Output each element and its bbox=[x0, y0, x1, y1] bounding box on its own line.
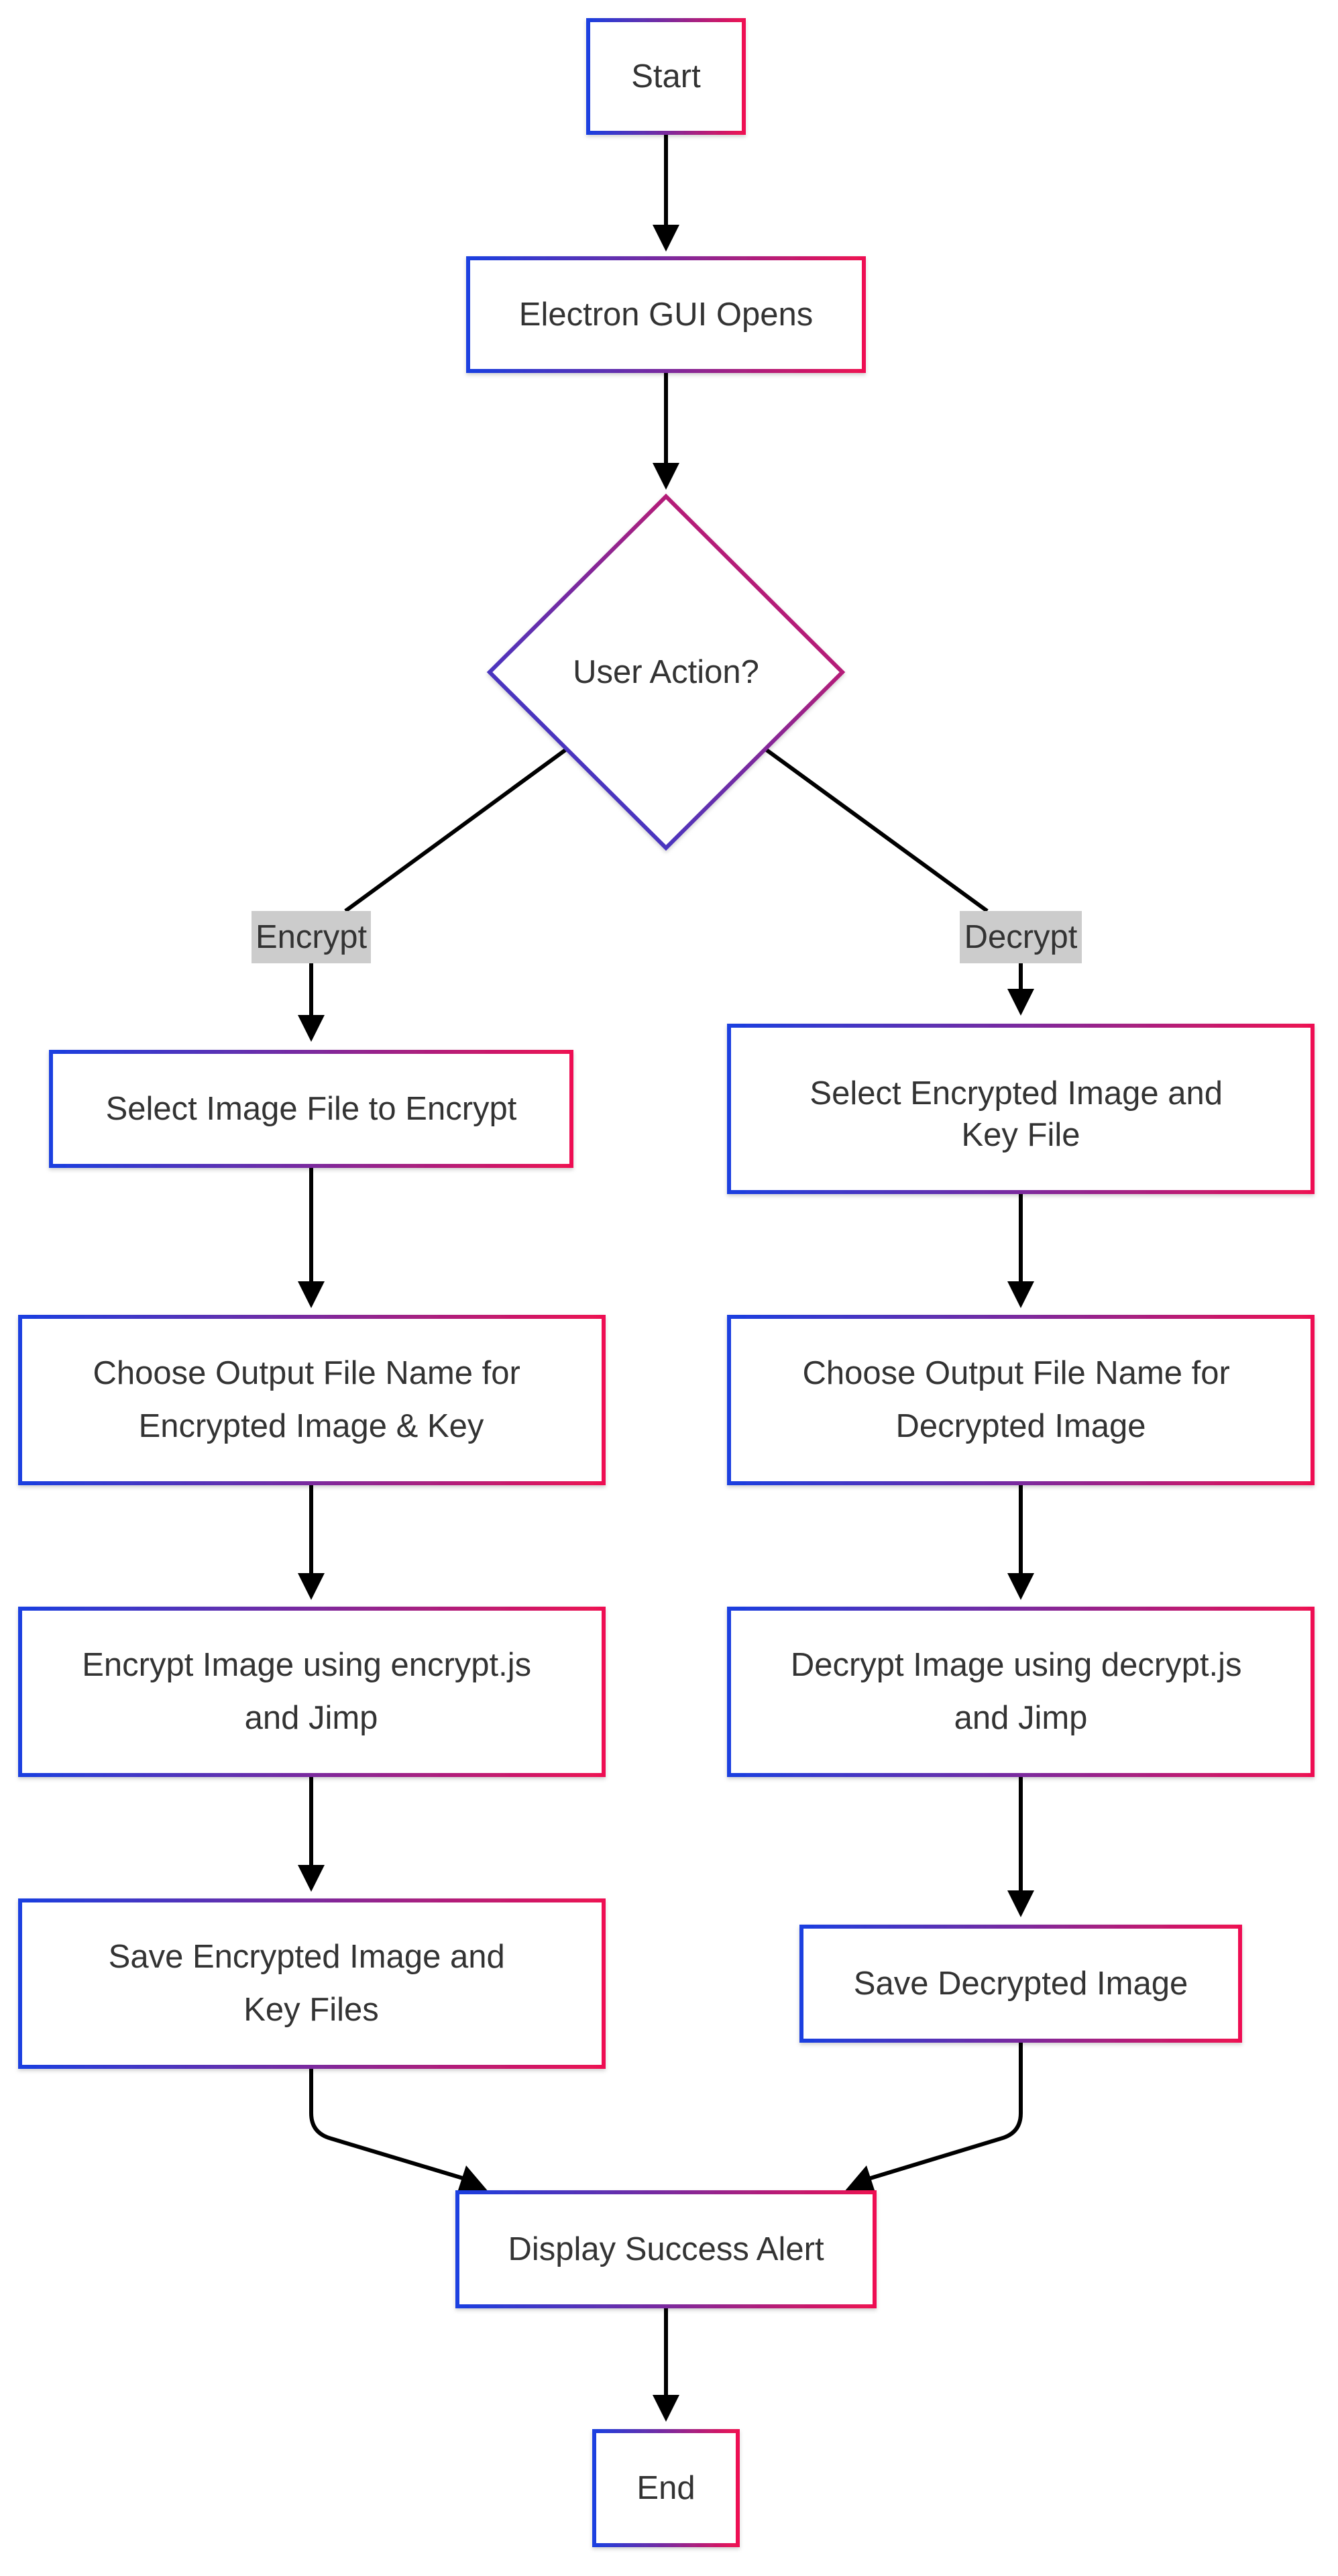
node-select-image-text: Select Image File to Encrypt bbox=[106, 1091, 517, 1127]
node-select-encrypted-line-1: Select Encrypted Image and bbox=[810, 1075, 1223, 1112]
arrowhead-select-image bbox=[298, 1015, 325, 1042]
arrowhead-select-encrypted bbox=[1007, 989, 1034, 1016]
arrowhead-choose-output-enc bbox=[298, 1281, 325, 1308]
arrowhead-electron-gui bbox=[653, 225, 679, 252]
node-decrypt-image-line-1: Decrypt Image using decrypt.js bbox=[791, 1647, 1242, 1683]
node-choose-output-dec-text: Choose Output File Name for Decrypted Im… bbox=[803, 1344, 1239, 1444]
edge-label-encrypt-text: Encrypt bbox=[256, 919, 368, 955]
edge-label-decrypt-text: Decrypt bbox=[964, 919, 1078, 955]
arrowhead-encrypt-image bbox=[298, 1573, 325, 1600]
node-start: Start bbox=[586, 18, 746, 135]
arrowhead-choose-output-dec bbox=[1007, 1281, 1034, 1308]
node-choose-output-dec-line-2: Decrypted Image bbox=[895, 1408, 1146, 1444]
node-choose-output-dec: Choose Output File Name for Decrypted Im… bbox=[727, 1315, 1315, 1485]
edge-save-encrypted-to-display-success bbox=[309, 2068, 470, 2182]
node-save-decrypted: Save Decrypted Image bbox=[799, 1925, 1242, 2043]
edges bbox=[298, 134, 1034, 2422]
arrowhead-save-decrypted bbox=[1007, 1890, 1034, 1917]
node-display-success: Display Success Alert bbox=[455, 2190, 877, 2308]
arrowhead-user-action bbox=[653, 463, 679, 490]
node-encrypt-image-text: Encrypt Image using encrypt.js and Jimp bbox=[82, 1636, 541, 1736]
node-electron-gui: Electron GUI Opens bbox=[466, 256, 866, 373]
edge-save-decrypted-to-display-success bbox=[863, 2043, 1023, 2182]
node-save-encrypted-text: Save Encrypted Image and Key Files bbox=[109, 1928, 514, 2028]
node-save-encrypted: Save Encrypted Image and Key Files bbox=[18, 1898, 606, 2069]
edge-label-encrypt: Encrypt bbox=[252, 911, 371, 963]
edge-user-action-to-encrypt-label bbox=[344, 748, 567, 913]
node-encrypt-image: Encrypt Image using encrypt.js and Jimp bbox=[18, 1607, 606, 1777]
node-user-action: User Action? bbox=[486, 493, 846, 851]
node-choose-output-dec-line-1: Choose Output File Name for bbox=[803, 1355, 1230, 1391]
node-choose-output-enc-text: Choose Output File Name for Encrypted Im… bbox=[93, 1344, 530, 1444]
node-select-encrypted-text: Select Encrypted Image and Key File bbox=[810, 1065, 1231, 1153]
node-choose-output-enc-line-1: Choose Output File Name for bbox=[93, 1355, 520, 1391]
node-save-encrypted-line-2: Key Files bbox=[243, 1992, 379, 2028]
node-decrypt-image-line-2: and Jimp bbox=[954, 1700, 1088, 1736]
node-end: End bbox=[592, 2429, 740, 2547]
node-choose-output-enc-line-2: Encrypted Image & Key bbox=[139, 1408, 484, 1444]
node-choose-output-enc: Choose Output File Name for Encrypted Im… bbox=[18, 1315, 606, 1485]
node-electron-gui-text: Electron GUI Opens bbox=[519, 297, 813, 333]
node-decrypt-image-text: Decrypt Image using decrypt.js and Jimp bbox=[791, 1636, 1251, 1736]
node-start-text: Start bbox=[631, 58, 701, 95]
node-save-encrypted-line-1: Save Encrypted Image and bbox=[109, 1939, 505, 1975]
arrowhead-display-success-right bbox=[844, 2165, 875, 2192]
node-select-encrypted: Select Encrypted Image and Key File bbox=[727, 1024, 1315, 1194]
arrowhead-save-encrypted bbox=[298, 1865, 325, 1892]
node-display-success-text: Display Success Alert bbox=[508, 2231, 824, 2267]
arrowhead-decrypt-image bbox=[1007, 1573, 1034, 1600]
node-select-encrypted-line-2: Key File bbox=[961, 1117, 1080, 1153]
edge-label-decrypt: Decrypt bbox=[960, 911, 1082, 963]
edge-user-action-to-decrypt-label bbox=[765, 748, 989, 913]
node-save-decrypted-text: Save Decrypted Image bbox=[854, 1966, 1188, 2002]
node-encrypt-image-line-1: Encrypt Image using encrypt.js bbox=[82, 1647, 531, 1683]
node-select-image: Select Image File to Encrypt bbox=[49, 1050, 573, 1168]
node-end-text: End bbox=[636, 2470, 695, 2506]
arrowhead-end bbox=[653, 2395, 679, 2422]
arrowhead-display-success-left bbox=[457, 2165, 489, 2192]
node-decrypt-image: Decrypt Image using decrypt.js and Jimp bbox=[727, 1607, 1315, 1777]
node-encrypt-image-line-2: and Jimp bbox=[245, 1700, 378, 1736]
node-user-action-text: User Action? bbox=[573, 654, 759, 690]
